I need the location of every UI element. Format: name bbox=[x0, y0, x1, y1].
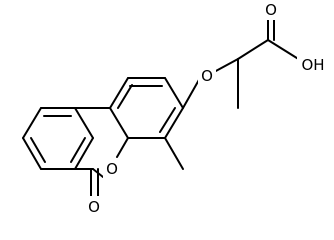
lactone-carbonyl-oxygen-atom: O bbox=[85, 196, 103, 216]
ether-oxygen-label: O bbox=[201, 67, 213, 85]
hydroxyl-label: OH bbox=[301, 56, 324, 74]
hydroxyl-group: OH bbox=[297, 54, 329, 74]
methyl-substituent bbox=[164, 137, 184, 170]
propanoic-acid-side-chain bbox=[182, 11, 301, 109]
ether-oxygen-atom: O bbox=[198, 65, 216, 85]
lactone-carbonyl-oxygen-label: O bbox=[88, 198, 100, 216]
lactone-ring bbox=[74, 107, 129, 202]
acid-carbonyl-oxygen-atom: O bbox=[262, 0, 280, 20]
ring-oxygen-atom: O bbox=[103, 158, 121, 178]
benzo-ring-left bbox=[22, 107, 94, 170]
benzo-ring-right bbox=[109, 77, 184, 139]
ring-oxygen-label: O bbox=[106, 160, 118, 178]
acid-carbonyl-oxygen-label: O bbox=[265, 1, 277, 19]
